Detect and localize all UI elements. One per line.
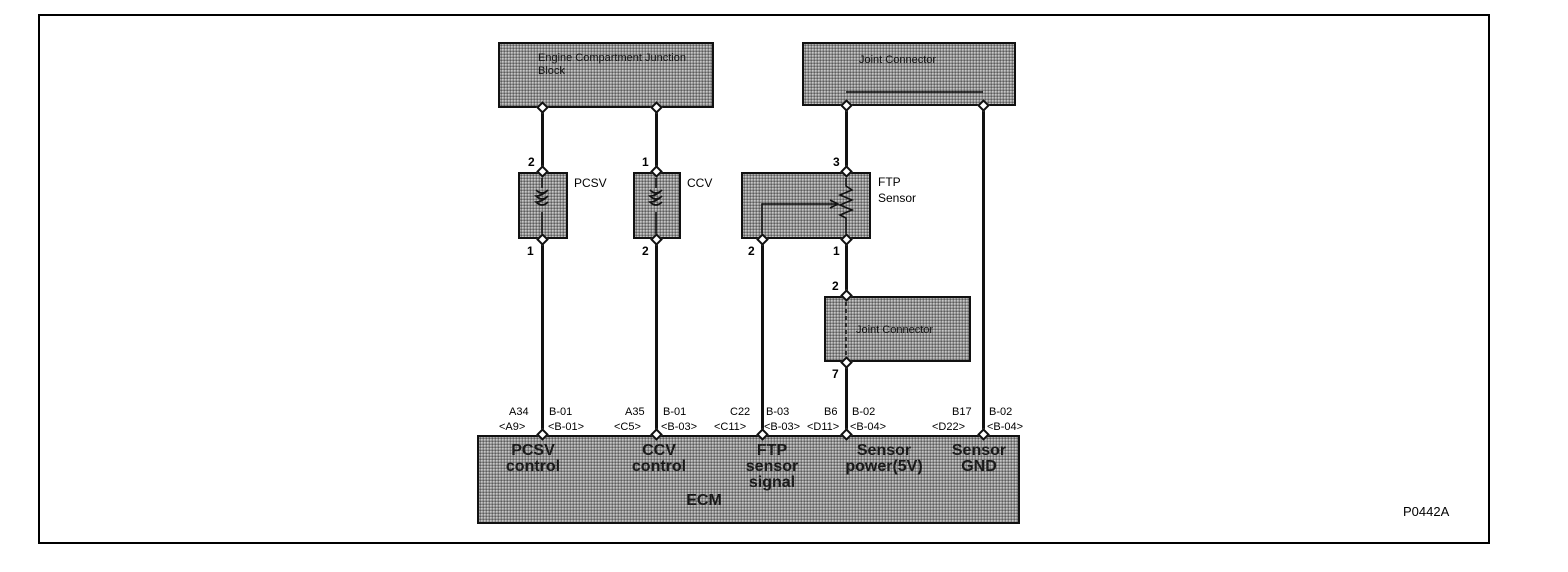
wire-ccv-lower [655,239,658,435]
terminal-ftp-alt-conn: <B-03> [764,421,801,433]
ccv-solenoid-box [633,172,681,239]
terminal-power-alt-conn: <B-04> [850,421,887,433]
pin-number-ftp-signal: 2 [748,244,755,258]
terminal-ccv-alt: <C5> [614,421,641,433]
ecm-signal-power-line1: Sensor [856,442,912,459]
ecm-signal-ccv-line2: control [631,458,687,475]
wire-pcsv-upper [541,108,544,172]
ftp-label-line2: Sensor [878,191,917,205]
pin-number-joint-in: 2 [832,279,839,293]
ecm-signal-pcsv: PCSV control [478,443,588,475]
terminal-gnd-alt: <D22> [932,421,966,433]
ecm-signal-pcsv-line2: control [505,458,561,475]
terminal-ccv-pin: A35 [625,406,645,418]
ecm-signal-ccv: CCV control [604,443,714,475]
pcsv-coil [534,178,549,234]
wire-power-to-ecm [845,362,848,435]
wire-ccv-upper [655,108,658,172]
ecm-label: ECM [686,492,722,509]
terminal-pcsv-conn: B-01 [549,406,573,418]
figure-id: P0442A [1403,504,1450,519]
pin-number-ccv-top: 1 [642,155,649,169]
pin-number-ftp-top: 3 [833,155,840,169]
wire-ftp-power [845,239,848,296]
ecm-signal-ftp-line3: signal [748,474,796,491]
terminal-pcsv-alt: <A9> [499,421,526,433]
wire-ftp-upper [845,106,848,172]
engine-compartment-junction-block: Engine Compartment Junction Block [498,42,714,108]
pin-number-pcsv-top: 2 [528,155,535,169]
wire-ftp-signal [761,239,764,435]
ftp-wiper-arrow [829,199,840,209]
wire-ground [982,106,985,435]
ecm-signal-ftp: FTP sensor signal [717,443,827,491]
ecm-signal-pcsv-line1: PCSV [511,442,555,459]
joint-connector-mid: Joint Connector [824,296,971,362]
ecm-signal-gnd: Sensor GND [929,443,1029,475]
ecm-signal-ftp-line2: sensor [745,458,799,475]
ecm-signal-power-line2: power(5V) [845,458,923,475]
terminal-gnd-conn: B-02 [989,406,1013,418]
joint-connector-top-label: Joint Connector [859,54,937,66]
terminal-pcsv-pin: A34 [509,406,529,418]
pin-number-ftp-power: 1 [833,244,840,258]
ecm-signal-ccv-line1: CCV [642,442,676,459]
joint-connector-top: Joint Connector [802,42,1016,106]
ftp-sensor-box [741,172,871,239]
terminal-power-alt: <D11> [807,421,840,433]
ecm-signal-ftp-line1: FTP [756,442,788,459]
ftp-resistor [837,178,855,234]
pin-number-pcsv-bottom: 1 [527,244,534,258]
pin-number-ccv-bottom: 2 [642,244,649,258]
terminal-gnd-pin: B17 [952,406,972,418]
terminal-gnd-alt-conn: <B-04> [987,421,1024,433]
ecm-signal-power: Sensor power(5V) [819,443,949,475]
terminal-ftp-alt: <C11> [714,421,747,433]
terminal-power-conn: B-02 [852,406,876,418]
wire-pcsv-lower [541,239,544,435]
ccv-label: CCV [687,176,713,190]
ecm-signal-gnd-line1: Sensor [951,442,1007,459]
terminal-pcsv-alt-conn: <B-01> [548,421,585,433]
terminal-ftp-pin: C22 [730,406,751,418]
ecm-box: PCSV control CCV control FTP sensor sign… [477,435,1020,524]
pcsv-label: PCSV [574,176,607,190]
joint-connector-mid-label: Joint Connector [856,324,934,336]
pin-number-joint-out: 7 [832,367,839,381]
ftp-label-line1: FTP [878,175,901,189]
terminal-power-pin: B6 [824,406,838,418]
terminal-ftp-conn: B-03 [766,406,790,418]
terminal-ccv-conn: B-01 [663,406,687,418]
ftp-wiper [761,203,836,234]
diagram-frame [38,14,1490,544]
pcsv-solenoid-box [518,172,568,239]
ccv-coil [648,178,663,234]
ecm-signal-gnd-line2: GND [961,458,997,475]
terminal-ccv-alt-conn: <B-03> [661,421,698,433]
junction-block-label: Engine Compartment Junction Block [538,52,686,77]
